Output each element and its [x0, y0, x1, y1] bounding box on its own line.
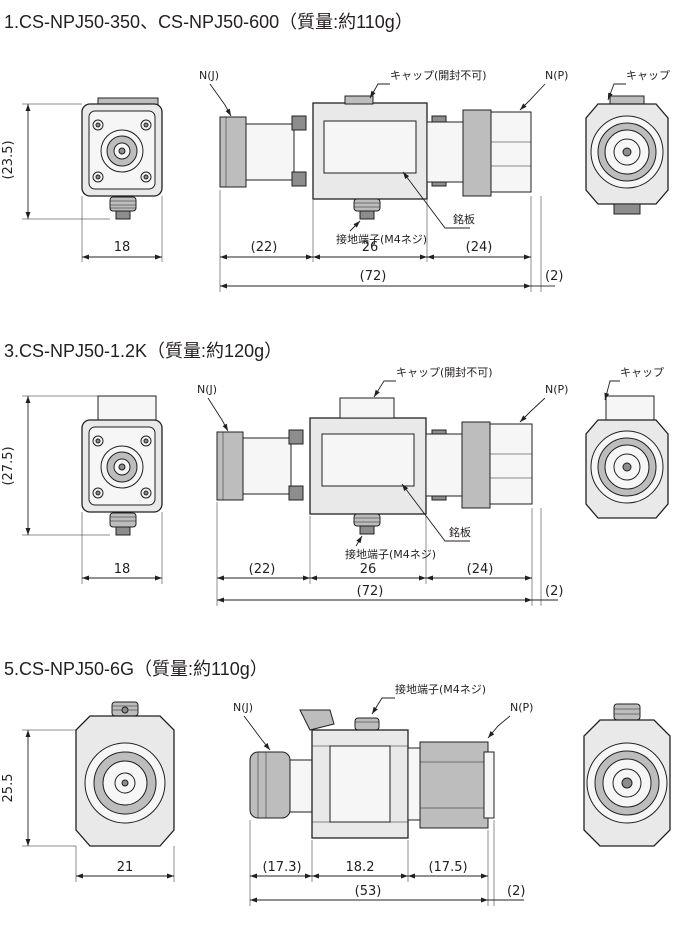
dim-total-3: (72) — [357, 584, 384, 599]
dim-left-3: (22) — [249, 562, 276, 577]
label-nj-3: N(J) — [197, 383, 217, 396]
side-view-3: N(J) キャップ(開封不可) N(P) 銘板 接地端子(M4ネジ) (22) … — [197, 365, 568, 606]
front-view-5: 25.5 21 — [1, 701, 175, 882]
dim-end-3: (2) — [545, 584, 563, 599]
front-height-1: (23.5) — [1, 140, 16, 179]
label-cap-end-3: キャップ — [620, 366, 664, 379]
dim-total-5: (53) — [355, 884, 382, 899]
label-ground-5: 接地端子(M4ネジ) — [395, 683, 486, 696]
label-ground-1: 接地端子(M4ネジ) — [336, 233, 427, 246]
label-cap-sealed-1: キャップ(開封不可) — [390, 68, 487, 82]
label-cap-sealed-3: キャップ(開封不可) — [396, 365, 493, 379]
front-view-3: (27.5) 18 — [1, 395, 163, 584]
dim-mid-3: 26 — [360, 562, 377, 577]
end-view-5 — [583, 703, 671, 847]
label-ground-3: 接地端子(M4ネジ) — [345, 548, 436, 561]
label-nj-5: N(J) — [233, 701, 253, 714]
label-np-5: N(P) — [510, 701, 533, 714]
dim-total-1: (72) — [360, 269, 387, 284]
front-width-1: 18 — [114, 240, 131, 255]
dim-mid-1: 26 — [362, 240, 379, 255]
dim-right-1: (24) — [466, 240, 493, 255]
dim-left-5: (17.3) — [262, 860, 301, 875]
dim-mid-5: 18.2 — [346, 860, 375, 875]
section-1-drawing: (23.5) 18 N(J) — [1, 68, 670, 292]
front-view-1: (23.5) 18 — [1, 97, 163, 262]
front-width-3: 18 — [114, 562, 131, 577]
section-5-drawing: 25.5 21 接地端子(M4ネジ) N(J) — [1, 683, 671, 906]
label-nj-1: N(J) — [199, 69, 219, 82]
section-3-drawing: (27.5) 18 N(J) キャ — [1, 365, 669, 606]
dim-right-3: (24) — [467, 562, 494, 577]
section-1-title: 1.CS-NPJ50-350、CS-NPJ50-600（質量:約110g） — [4, 12, 413, 32]
label-plate-3: 銘板 — [449, 525, 471, 539]
dim-end-5: (2) — [507, 884, 525, 899]
label-np-3: N(P) — [545, 383, 568, 396]
label-np-1: N(P) — [545, 69, 568, 82]
section-3-title: 3.CS-NPJ50-1.2K（質量:約120g） — [4, 341, 283, 361]
label-plate-1: 銘板 — [453, 212, 475, 226]
side-view-1: N(J) キャップ(開封不可) N(P) 銘板 接地端子(M4ネジ) (22) … — [199, 68, 568, 292]
dim-left-1: (22) — [251, 240, 278, 255]
section-5-title: 5.CS-NPJ50-6G（質量:約110g） — [4, 659, 268, 679]
side-view-5: 接地端子(M4ネジ) N(J) N(P) (17.3) 18.2 (17.5) … — [233, 683, 533, 906]
dim-right-5: (17.5) — [428, 860, 467, 875]
front-width-5: 21 — [117, 860, 134, 875]
label-cap-end-1: キャップ — [626, 69, 670, 82]
front-height-5: 25.5 — [1, 774, 16, 803]
dim-end-1: (2) — [545, 269, 563, 284]
front-height-3: (27.5) — [1, 446, 16, 485]
end-view-1: キャップ — [585, 69, 670, 215]
end-view-3: キャップ — [585, 366, 669, 519]
